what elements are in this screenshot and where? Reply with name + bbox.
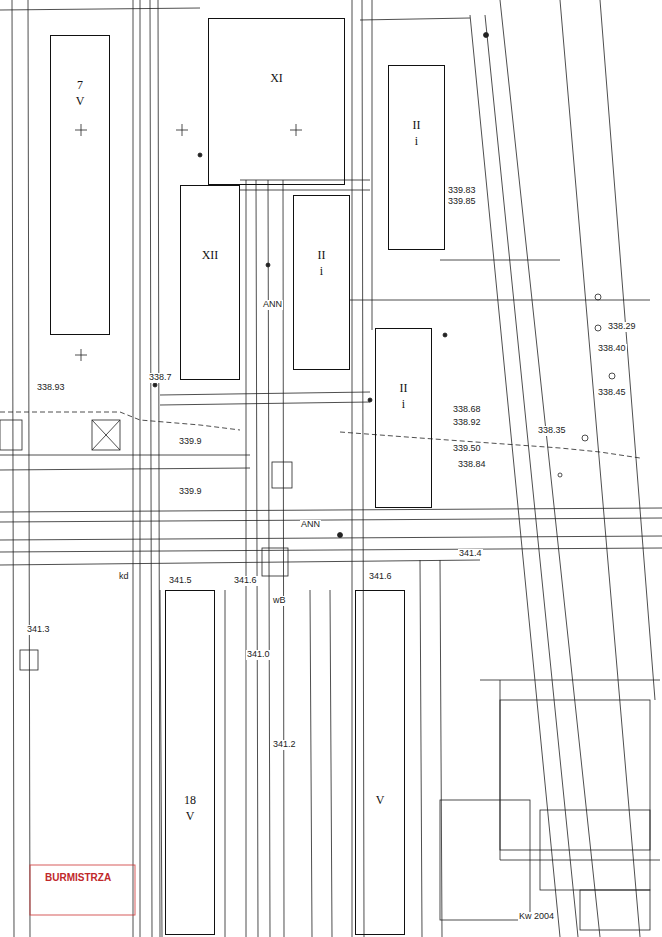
building-outline: XII xyxy=(180,185,240,380)
building-number: 7 xyxy=(75,78,85,92)
elevation-label: wB xyxy=(272,596,287,606)
elevation-label: 338.7 xyxy=(148,373,173,383)
elevation-label: 339.50 xyxy=(452,444,482,454)
elevation-label: 338.93 xyxy=(36,383,66,393)
building-number: II xyxy=(398,381,410,395)
elevation-label: 338.35 xyxy=(537,426,567,436)
elevation-label: 341.2 xyxy=(272,740,297,750)
building-number: XI xyxy=(268,71,285,85)
elevation-label: Kw 2004 xyxy=(518,912,555,922)
elevation-label: 339.9 xyxy=(178,487,203,497)
elevation-label: 341.5 xyxy=(168,576,193,586)
building-outline: II i xyxy=(375,328,432,508)
building-number: 18 xyxy=(182,793,198,807)
elevation-label: 341.0 xyxy=(246,650,271,660)
elevation-label: kd xyxy=(118,572,130,582)
building-number: V xyxy=(184,809,197,823)
building-number: II xyxy=(316,248,328,262)
building-number: V xyxy=(74,94,87,108)
elevation-label: 338.68 xyxy=(452,405,482,415)
elevation-label: 338.84 xyxy=(457,460,487,470)
building-outline: II i xyxy=(388,65,445,250)
elevation-label: 341.4 xyxy=(458,549,483,559)
elevation-label: 339.83 xyxy=(447,186,477,196)
building-outline: II i xyxy=(293,195,350,370)
elevation-label: 341.6 xyxy=(233,576,258,586)
elevation-label: 338.40 xyxy=(597,344,627,354)
elevation-label: 338.29 xyxy=(607,322,637,332)
elevation-label: ANN xyxy=(262,300,283,310)
building-outline: V xyxy=(355,590,405,935)
building-outline: XI xyxy=(208,18,345,185)
elevation-label: 338.92 xyxy=(452,418,482,428)
elevation-label: 338.45 xyxy=(597,388,627,398)
stamp-text: BURMISTRZA xyxy=(44,872,112,883)
elevation-label: 339.9 xyxy=(178,437,203,447)
building-outline: 7V xyxy=(50,35,110,335)
building-number: i xyxy=(400,397,407,411)
elevation-label: ANN xyxy=(300,520,321,530)
building-number: V xyxy=(374,793,387,807)
building-number: XII xyxy=(200,248,221,262)
building-number: i xyxy=(318,264,325,278)
elevation-label: 339.85 xyxy=(447,197,477,207)
elevation-label: 341.3 xyxy=(26,625,51,635)
elevation-label: 341.6 xyxy=(368,572,393,582)
building-number: II xyxy=(411,118,423,132)
building-number: i xyxy=(413,134,420,148)
building-outline: 18V xyxy=(165,590,215,935)
